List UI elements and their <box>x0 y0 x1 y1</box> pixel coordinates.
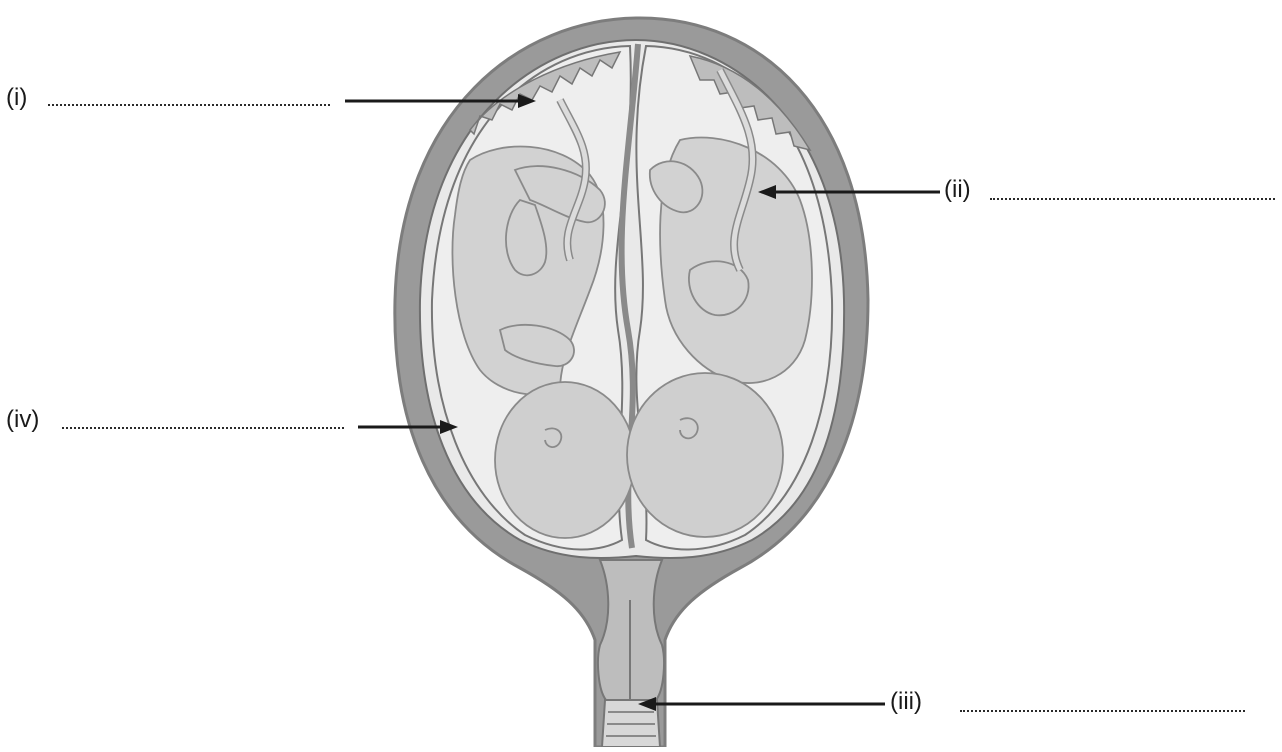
label-ii: (ii) <box>944 178 971 202</box>
answer-line-i[interactable] <box>48 104 330 106</box>
label-i: (i) <box>6 86 27 110</box>
answer-line-ii[interactable] <box>990 198 1275 200</box>
label-iv: (iv) <box>6 408 39 432</box>
cervix <box>598 560 664 700</box>
answer-line-iv[interactable] <box>62 427 344 429</box>
answer-line-iii[interactable] <box>960 710 1245 712</box>
label-iii: (iii) <box>890 690 922 714</box>
